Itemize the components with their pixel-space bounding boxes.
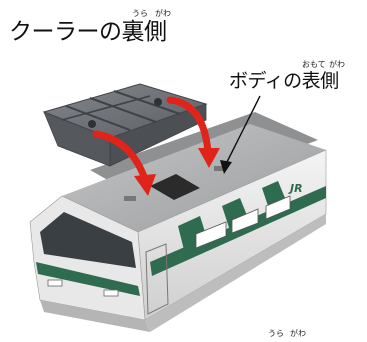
cooler-peg <box>154 98 162 106</box>
livery-block-1 <box>178 216 210 258</box>
roof-vent <box>124 196 136 201</box>
bottom-ruby-ura: うら <box>268 329 284 338</box>
cooler-peg <box>88 120 96 128</box>
side-window <box>231 208 259 234</box>
pointer-arrowhead <box>220 160 232 174</box>
front-green-band <box>36 262 140 296</box>
arrow-icon <box>166 96 220 168</box>
cooler-back-ruby-gawa: がわ <box>155 9 171 18</box>
front-windshield <box>40 212 136 268</box>
cooler-rib <box>89 97 157 123</box>
arrow-icon <box>92 130 156 196</box>
side-door <box>145 243 169 315</box>
train-base <box>145 214 326 332</box>
cooler-rib <box>113 90 181 115</box>
body-front-ruby-omote: おもて <box>302 60 326 69</box>
cooler-part <box>42 83 208 167</box>
roof-opening <box>150 174 200 200</box>
roof-vent <box>214 166 226 171</box>
cooler-rib <box>61 95 151 121</box>
side-window <box>195 221 227 249</box>
cooler-back-label: クーラーの裏側 <box>9 19 167 45</box>
jr-logo: JR <box>288 182 303 195</box>
body-front-ruby-gawa: がわ <box>329 60 345 69</box>
body-front-label: ボディの表側 <box>229 70 339 92</box>
cooler-rib <box>65 105 131 131</box>
front-skirt <box>40 300 150 332</box>
bottom-ruby-gawa: がわ <box>290 329 306 338</box>
side-window <box>265 195 291 220</box>
cooler-end <box>109 103 207 167</box>
headlight <box>103 289 119 297</box>
headlight <box>47 279 63 287</box>
pointer-line <box>225 95 261 165</box>
train-roof <box>62 124 326 232</box>
cooler-back-ruby-ura: うら <box>132 9 148 18</box>
train-model: JR <box>29 112 327 332</box>
